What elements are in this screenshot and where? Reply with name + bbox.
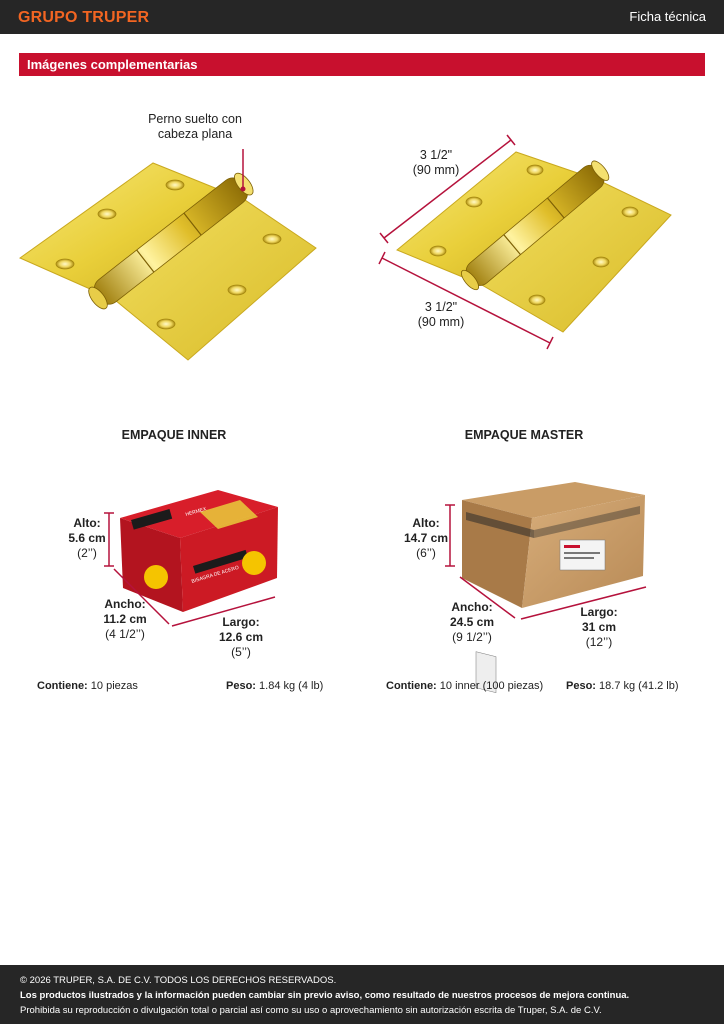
inner-ancho-label: Ancho: xyxy=(104,597,146,611)
document-type-label: Ficha técnica xyxy=(629,9,706,24)
master-weight-label: Peso: xyxy=(566,680,596,692)
master-contents: Contiene: 10 inner (100 piezas) xyxy=(386,680,543,692)
hinge-dim-top-metric: (90 mm) xyxy=(412,163,460,177)
master-contents-label: Contiene: xyxy=(386,680,437,692)
inner-largo: Largo: 12.6 cm (5’’) xyxy=(212,615,270,660)
footer-copyright: © 2026 TRUPER, S.A. DE C.V. TODOS LOS DE… xyxy=(20,975,337,986)
inner-box-brand-text: HERMEX xyxy=(185,506,208,518)
master-box-image xyxy=(445,482,647,693)
inner-weight-value: 1.84 kg (4 lb) xyxy=(259,680,324,692)
inner-alto-label: Alto: xyxy=(73,516,101,530)
inner-package-title: EMPAQUE INNER xyxy=(121,428,227,442)
master-ancho-in: (9 1/2’’) xyxy=(452,630,492,644)
inner-ancho-cm: 11.2 cm xyxy=(103,612,147,626)
master-weight: Peso: 18.7 kg (41.2 lb) xyxy=(566,680,679,692)
master-ancho-cm: 24.5 cm xyxy=(449,615,495,629)
footer-legal: Prohibida su reproducción o divulgación … xyxy=(20,1005,602,1016)
master-largo-label: Largo: xyxy=(580,605,618,619)
brand-logo: GRUPO TRUPER xyxy=(18,9,150,26)
master-alto: Alto: 14.7 cm (6’’) xyxy=(402,516,450,561)
master-largo-in: (12’’) xyxy=(585,635,613,649)
master-alto-cm: 14.7 cm xyxy=(403,531,449,545)
hinge-dim-bottom: 3 1/2" (90 mm) xyxy=(411,300,471,330)
footer: © 2026 TRUPER, S.A. DE C.V. TODOS LOS DE… xyxy=(0,965,724,1024)
inner-weight-label: Peso: xyxy=(226,680,256,692)
footer-notice: Los productos ilustrados y la informació… xyxy=(20,990,630,1001)
hinge-dim-top: 3 1/2" (90 mm) xyxy=(406,148,466,178)
master-largo: Largo: 31 cm (12’’) xyxy=(575,605,623,650)
top-bar: GRUPO TRUPER Ficha técnica xyxy=(0,0,724,34)
master-alto-in: (6’’) xyxy=(416,546,436,560)
inner-alto-in: (2’’) xyxy=(77,546,97,560)
hinge-dim-bottom-value: 3 1/2" xyxy=(424,300,458,314)
master-largo-cm: 31 cm xyxy=(581,620,617,634)
master-weight-value: 18.7 kg (41.2 lb) xyxy=(599,680,679,692)
master-contents-value: 10 inner (100 piezas) xyxy=(439,680,544,692)
inner-ancho: Ancho: 11.2 cm (4 1/2’’) xyxy=(98,597,152,642)
pin-callout: Perno suelto con cabeza plana xyxy=(142,112,248,142)
inner-ancho-in: (4 1/2’’) xyxy=(105,627,145,641)
master-alto-label: Alto: xyxy=(412,516,440,530)
pin-callout-line1: Perno suelto con xyxy=(148,112,242,126)
pin-callout-line2: cabeza plana xyxy=(157,127,233,141)
inner-contents-label: Contiene: xyxy=(37,680,88,692)
inner-contents-value: 10 piezas xyxy=(90,680,138,692)
inner-weight: Peso: 1.84 kg (4 lb) xyxy=(226,680,323,692)
master-ancho-label: Ancho: xyxy=(451,600,493,614)
master-package-title: EMPAQUE MASTER xyxy=(464,428,584,442)
section-header: Imágenes complementarias xyxy=(19,53,705,76)
master-ancho: Ancho: 24.5 cm (9 1/2’’) xyxy=(444,600,500,645)
inner-largo-cm: 12.6 cm xyxy=(218,630,264,644)
inner-largo-label: Largo: xyxy=(222,615,260,629)
section-title: Imágenes complementarias xyxy=(27,57,198,72)
hinge-dim-bottom-metric: (90 mm) xyxy=(417,315,465,329)
inner-alto-cm: 5.6 cm xyxy=(68,531,106,545)
hinge-image-left xyxy=(18,149,317,361)
inner-alto: Alto: 5.6 cm (2’’) xyxy=(62,516,112,561)
inner-box-image: HERMEX BISAGRA DE ACERO xyxy=(104,490,278,627)
inner-largo-in: (5’’) xyxy=(231,645,251,659)
inner-contents: Contiene: 10 piezas xyxy=(37,680,138,692)
hinge-dim-top-value: 3 1/2" xyxy=(419,148,453,162)
hinge-image-right xyxy=(378,134,672,350)
